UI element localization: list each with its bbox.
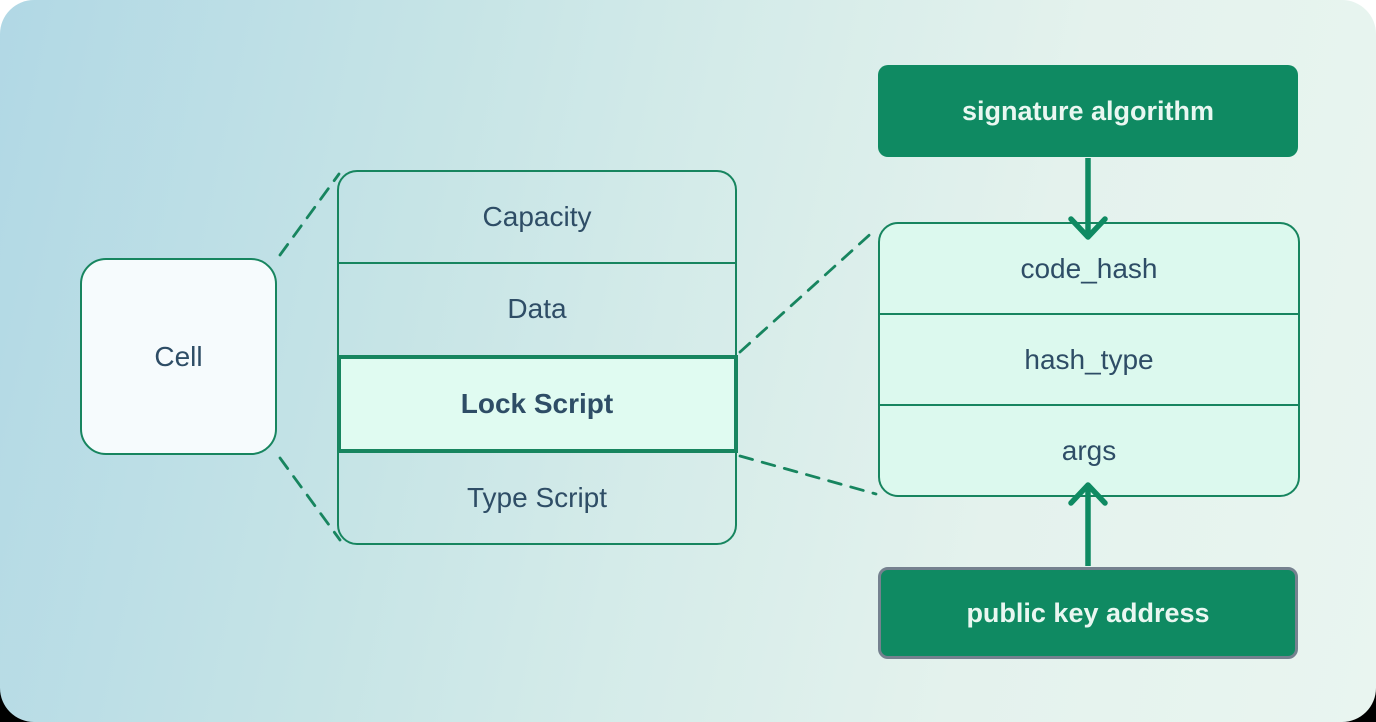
dashed-connector-cell-top	[278, 172, 341, 257]
field-row-capacity: Capacity	[339, 172, 735, 262]
field-row-type-script: Type Script	[339, 453, 735, 543]
capacity-label: Capacity	[482, 201, 592, 233]
data-label: Data	[507, 293, 567, 325]
dashed-connector-lockscript-top	[738, 227, 878, 354]
field-row-lock-script: Lock Script	[336, 354, 738, 453]
type-script-label: Type Script	[466, 481, 608, 513]
field-row-data: Data	[339, 262, 735, 354]
dashed-connector-cell-bottom	[278, 456, 342, 542]
cell-box: Cell	[80, 258, 277, 455]
code-hash-label: code_hash	[1020, 252, 1158, 284]
public-key-address-badge: public key address	[878, 567, 1298, 659]
public-key-address-label: public key address	[966, 597, 1210, 628]
args-label: args	[1061, 434, 1117, 466]
lock-script-label: Lock Script	[460, 387, 614, 419]
dashed-connector-lockscript-bottom	[738, 454, 878, 496]
cell-label: Cell	[154, 340, 203, 372]
field-row-hash-type: hash_type	[880, 313, 1298, 404]
hash-type-label: hash_type	[1024, 343, 1154, 375]
field-row-code-hash: code_hash	[880, 224, 1298, 313]
signature-algorithm-label: signature algorithm	[961, 95, 1215, 126]
cell-structure-box: Capacity Data Lock Script Type Script	[336, 170, 738, 545]
field-row-args: args	[880, 404, 1298, 495]
lock-script-structure-box: code_hash hash_type args	[878, 222, 1300, 497]
signature-algorithm-badge: signature algorithm	[878, 65, 1298, 157]
